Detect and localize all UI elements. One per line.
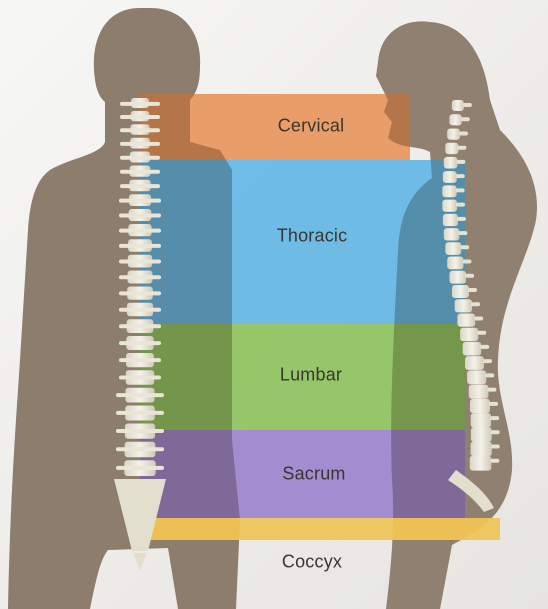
- spinous-process: [461, 117, 470, 121]
- vertebra-side: [442, 200, 457, 212]
- vertebra-side: [444, 157, 458, 169]
- vertebra-side: [447, 128, 460, 139]
- label-lumbar: Lumbar: [280, 365, 342, 386]
- spinous-process: [490, 459, 499, 463]
- vertebra-side: [442, 185, 456, 197]
- vertebra-side: [465, 356, 484, 370]
- vertebra-side: [449, 271, 466, 284]
- spinous-process: [456, 203, 465, 207]
- spinous-process: [463, 103, 472, 107]
- vertebra-side: [471, 427, 492, 442]
- transverse-process: [116, 429, 164, 433]
- transverse-process: [119, 214, 161, 218]
- spinous-process: [474, 316, 483, 320]
- transverse-process: [119, 275, 161, 279]
- vertebra-side: [452, 285, 469, 298]
- transverse-process: [116, 411, 164, 415]
- spinous-process: [491, 445, 500, 449]
- vertebra-side: [457, 313, 475, 326]
- vertebra-side: [443, 171, 457, 183]
- vertebra-side: [452, 100, 464, 111]
- label-sacrum: Sacrum: [282, 464, 345, 485]
- spinous-process: [477, 331, 486, 335]
- spinous-process: [456, 174, 465, 178]
- transverse-process: [116, 447, 164, 451]
- vertebra-side: [469, 385, 489, 399]
- vertebra-side: [449, 114, 461, 125]
- transverse-process: [119, 376, 161, 380]
- transverse-process: [119, 358, 161, 362]
- spinous-process: [456, 160, 465, 164]
- transverse-process: [119, 244, 161, 248]
- coccyx-bone-back: [133, 553, 147, 571]
- spinous-process: [460, 245, 469, 249]
- spinous-process: [490, 416, 499, 420]
- spinous-process: [457, 146, 466, 150]
- spinous-process: [468, 288, 477, 292]
- spinous-process: [457, 217, 466, 221]
- vertebra-side: [455, 299, 472, 312]
- spinous-process: [458, 231, 467, 235]
- transverse-process: [119, 259, 161, 263]
- transverse-process: [120, 102, 160, 106]
- transverse-process: [119, 199, 161, 203]
- spinous-process: [462, 260, 471, 264]
- vertebra-side: [471, 442, 492, 457]
- spinous-process: [459, 131, 468, 135]
- spinous-process: [489, 402, 498, 406]
- label-coccyx: Coccyx: [282, 552, 342, 573]
- transverse-process: [116, 466, 164, 470]
- spinous-process: [480, 345, 489, 349]
- vertebra-side: [445, 143, 458, 154]
- vertebra-side: [471, 413, 491, 427]
- transverse-process: [119, 324, 161, 328]
- vertebra-side: [463, 342, 482, 356]
- vertebra-side: [467, 370, 486, 384]
- spinous-process: [485, 373, 494, 377]
- transverse-process: [119, 229, 161, 233]
- spinous-process: [491, 430, 500, 434]
- transverse-process: [120, 142, 160, 146]
- transverse-process: [120, 128, 160, 132]
- vertebra-side: [460, 328, 478, 341]
- label-cervical: Cervical: [278, 116, 345, 137]
- vertebra-side: [470, 399, 490, 413]
- transverse-process: [120, 170, 160, 174]
- spinous-process: [456, 188, 465, 192]
- transverse-process: [120, 156, 160, 160]
- vertebra-side: [470, 456, 492, 471]
- vertebra-side: [445, 242, 461, 255]
- spinous-process: [465, 274, 474, 278]
- transverse-process: [120, 115, 160, 119]
- vertebra-side: [447, 257, 463, 270]
- transverse-process: [120, 184, 160, 188]
- vertebra-side: [444, 228, 459, 240]
- vertebra-side: [443, 214, 458, 226]
- spinous-process: [483, 359, 492, 363]
- spinous-process: [487, 388, 496, 392]
- label-thoracic: Thoracic: [277, 226, 348, 247]
- transverse-process: [119, 308, 161, 312]
- transverse-process: [116, 393, 164, 397]
- transverse-process: [119, 341, 161, 345]
- spinous-process: [471, 302, 480, 306]
- transverse-process: [119, 291, 161, 295]
